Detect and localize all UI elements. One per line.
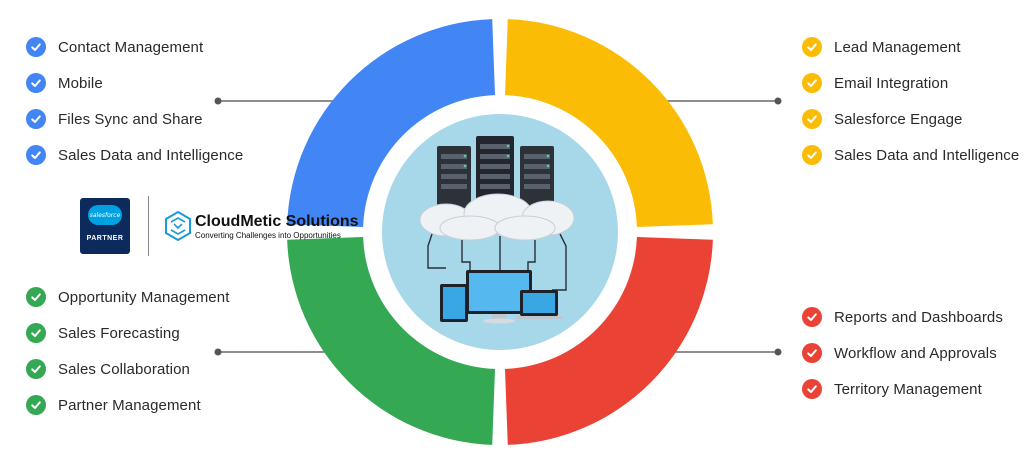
feature-label: Mobile xyxy=(58,74,103,92)
feature-label: Lead Management xyxy=(834,38,961,56)
ring-segment-top-left xyxy=(287,19,496,228)
checkmark-icon xyxy=(802,343,822,363)
checkmark-icon xyxy=(802,307,822,327)
feature-label: Sales Collaboration xyxy=(58,360,190,378)
feature-item: Email Integration xyxy=(802,65,1019,101)
checkmark-icon xyxy=(26,109,46,129)
feature-label: Opportunity Management xyxy=(58,288,230,306)
checkmark-icon xyxy=(26,73,46,93)
checkmark-icon xyxy=(26,323,46,343)
connector-lines xyxy=(214,97,782,356)
cloudmetic-logo-icon xyxy=(165,211,191,241)
checkmark-icon xyxy=(802,379,822,399)
feature-item: Partner Management xyxy=(26,387,229,423)
feature-item: Lead Management xyxy=(802,29,1019,65)
checkmark-icon xyxy=(26,359,46,379)
salesforce-cloud-icon: salesforce xyxy=(88,205,122,225)
feature-label: Salesforce Engage xyxy=(834,110,963,128)
salesforce-partner-text: PARTNER xyxy=(86,235,124,242)
checkmark-icon xyxy=(26,287,46,307)
ring-segment-top-right xyxy=(504,19,713,228)
feature-label: Workflow and Approvals xyxy=(834,344,997,362)
feature-item: Workflow and Approvals xyxy=(802,335,1003,371)
devices-icon xyxy=(440,270,562,324)
salesforce-badge-text: salesforce xyxy=(89,211,121,219)
feature-label: Reports and Dashboards xyxy=(834,308,1003,326)
connector-dot-top-left xyxy=(214,97,222,105)
feature-item: Files Sync and Share xyxy=(26,101,243,137)
feature-label: Sales Forecasting xyxy=(58,324,180,342)
feature-label: Sales Data and Intelligence xyxy=(58,146,244,164)
connector-dot-bottom-right xyxy=(774,348,782,356)
ring-segment-bottom-left xyxy=(287,236,496,445)
partner-logos: salesforce PARTNER CloudMetic Solutions … xyxy=(80,196,359,256)
cloud-icon xyxy=(419,193,575,241)
feature-item: Sales Forecasting xyxy=(26,315,229,351)
feature-item: Reports and Dashboards xyxy=(802,299,1003,335)
checkmark-icon xyxy=(802,145,822,165)
feature-item: Salesforce Engage xyxy=(802,101,1019,137)
servers-cloud-devices-icon xyxy=(419,136,575,324)
feature-label: Files Sync and Share xyxy=(58,110,203,128)
server-rack-icon xyxy=(437,136,554,208)
checkmark-icon xyxy=(26,37,46,57)
company-name: CloudMetic Solutions xyxy=(195,212,359,230)
feature-label: Partner Management xyxy=(58,396,201,414)
checkmark-icon xyxy=(802,109,822,129)
salesforce-partner-badge: salesforce PARTNER xyxy=(80,198,130,254)
feature-label: Contact Management xyxy=(58,38,204,56)
feature-item: Opportunity Management xyxy=(26,279,229,315)
feature-item: Sales Collaboration xyxy=(26,351,229,387)
feature-item: Sales Data and Intelligence xyxy=(26,137,243,173)
checkmark-icon xyxy=(26,395,46,415)
feature-item: Territory Management xyxy=(802,371,1003,407)
connector-dot-top-right xyxy=(774,97,782,105)
feature-item: Sales Data and Intelligence xyxy=(802,137,1019,173)
checkmark-icon xyxy=(802,73,822,93)
feature-item: Mobile xyxy=(26,65,243,101)
feature-label: Email Integration xyxy=(834,74,949,92)
company-tagline: Converting Challenges into Opportunities xyxy=(195,230,341,240)
connector-dot-bottom-left xyxy=(214,348,222,356)
feature-label: Territory Management xyxy=(834,380,982,398)
feature-item: Contact Management xyxy=(26,29,243,65)
checkmark-icon xyxy=(26,145,46,165)
ring-segment-bottom-right xyxy=(504,236,713,445)
checkmark-icon xyxy=(802,37,822,57)
feature-label: Sales Data and Intelligence xyxy=(834,146,1020,164)
logo-divider xyxy=(148,196,149,256)
